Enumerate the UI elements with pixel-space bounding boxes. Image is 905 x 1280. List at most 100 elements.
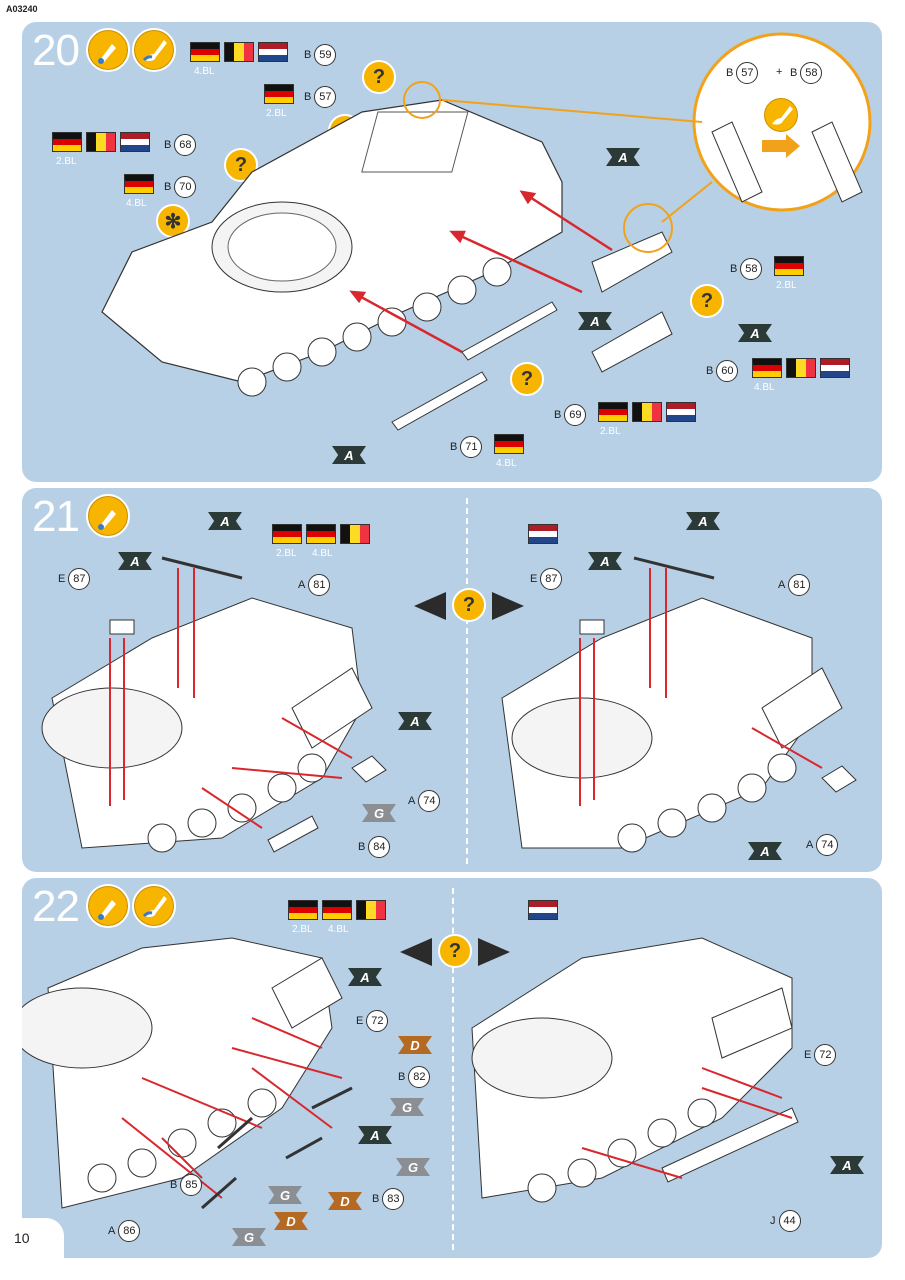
flag-be-icon	[224, 42, 254, 62]
question-mark-icon: ?	[690, 284, 724, 318]
paint-brush-icon	[762, 96, 800, 134]
sprue-tag-A: A	[606, 148, 640, 166]
tank-drawing-step20	[101, 32, 872, 431]
glue-icon	[86, 494, 130, 538]
question-mark-icon: ?	[510, 362, 544, 396]
step-number: 22	[32, 882, 80, 931]
flag-nl-icon	[820, 358, 850, 378]
step-21-panel: 21 2.BL 4.BL ?	[22, 488, 882, 872]
flag-caption: 4.BL	[194, 66, 215, 77]
page-number-box: 10	[0, 1218, 64, 1280]
sprue-tag-A: A	[588, 552, 622, 570]
question-mark-icon: ?	[438, 934, 472, 968]
step-number: 20	[32, 26, 80, 75]
step-20-panel: 20 4.BL B59 ? 2.BL B57 ✻ 2.BL B68 ? 4.BL…	[22, 22, 882, 482]
inset-plus: +	[776, 66, 783, 78]
paint-brush-icon	[132, 884, 176, 928]
sprue-tag-G: G	[362, 804, 396, 822]
question-mark-icon: ?	[362, 60, 396, 94]
flag-de-icon	[322, 900, 352, 920]
sprue-tag-A: A	[830, 1156, 864, 1174]
tank-drawing-step21	[41, 556, 857, 853]
sprue-tag-A: A	[398, 712, 432, 730]
flags-left	[288, 900, 386, 920]
flag-be-icon	[86, 132, 116, 152]
document-code: A03240	[6, 4, 38, 14]
flag-caption: 4.BL	[126, 198, 147, 209]
flag-de-icon	[774, 256, 804, 276]
flag-de-icon	[752, 358, 782, 378]
flags-right	[528, 524, 558, 544]
flag-be-icon	[356, 900, 386, 920]
sprue-tag-A: A	[332, 446, 366, 464]
flags-right	[528, 900, 558, 920]
flag-de-icon	[190, 42, 220, 62]
question-mark-icon: ?	[452, 588, 486, 622]
flag-caption: 4.BL	[328, 924, 349, 935]
flag-nl-icon	[120, 132, 150, 152]
flags-59	[190, 42, 288, 62]
flag-caption: 2.BL	[776, 280, 797, 291]
flag-be-icon	[786, 358, 816, 378]
step-number: 21	[32, 492, 80, 541]
glue-icon	[86, 28, 130, 72]
paint-brush-icon	[132, 28, 176, 72]
flag-caption: 4.BL	[754, 382, 775, 393]
flag-de-icon	[598, 402, 628, 422]
flags-57	[264, 84, 294, 104]
flags-68	[52, 132, 150, 152]
sprue-tag-G: G	[232, 1228, 266, 1246]
flag-de-icon	[272, 524, 302, 544]
sprue-tag-A: A	[348, 968, 382, 986]
flag-nl-icon	[528, 524, 558, 544]
flag-caption: 4.BL	[496, 458, 517, 469]
glue-icon	[86, 884, 130, 928]
flag-caption: 4.BL	[312, 548, 333, 559]
flag-caption: 2.BL	[600, 426, 621, 437]
flags-left	[272, 524, 370, 544]
sprue-tag-G: G	[268, 1186, 302, 1204]
flags-58	[774, 256, 804, 276]
sprue-tag-D: D	[328, 1192, 362, 1210]
variant-divider	[466, 498, 468, 864]
flags-69	[598, 402, 696, 422]
flag-caption: 2.BL	[292, 924, 313, 935]
flag-de-icon	[124, 174, 154, 194]
flags-71	[494, 434, 524, 454]
flag-caption: 2.BL	[56, 156, 77, 167]
flag-de-icon	[264, 84, 294, 104]
variant-divider	[452, 888, 454, 1250]
sprue-tag-A: A	[118, 552, 152, 570]
flag-de-icon	[52, 132, 82, 152]
sprue-tag-A: A	[208, 512, 242, 530]
tank-drawing-step22	[22, 937, 799, 1210]
page-number: 10	[14, 1230, 30, 1246]
flag-nl-icon	[258, 42, 288, 62]
flag-de-icon	[494, 434, 524, 454]
sprue-tag-A: A	[578, 312, 612, 330]
flag-nl-icon	[666, 402, 696, 422]
sprue-tag-A: A	[748, 842, 782, 860]
sprue-tag-G: G	[396, 1158, 430, 1176]
